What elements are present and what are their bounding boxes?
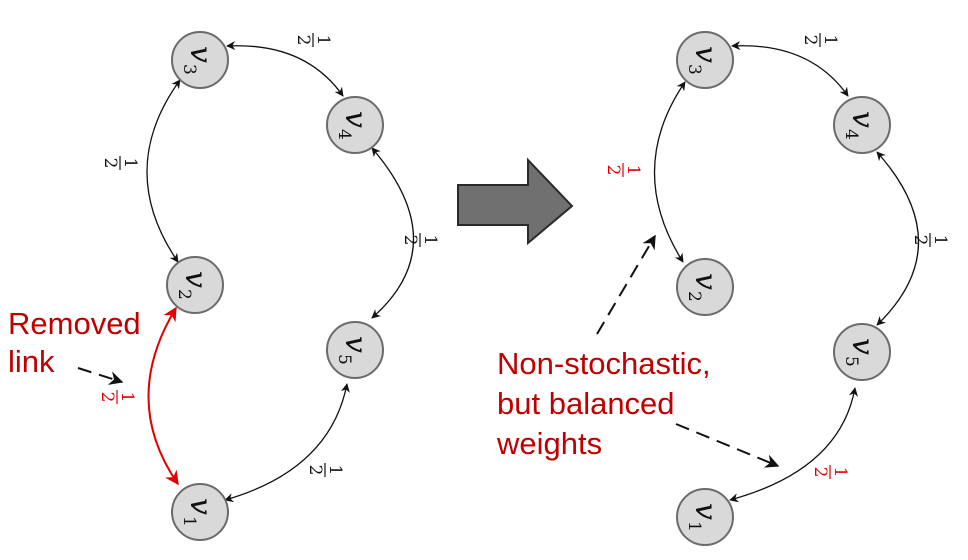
svg-text:1: 1: [120, 158, 140, 169]
right-weight-v3-v4: 1 2: [800, 33, 840, 47]
removed-link-label-line1: Removed: [8, 306, 141, 341]
removed-link-label-line2: link: [8, 344, 55, 379]
svg-text:v: v: [338, 111, 373, 128]
transform-arrow: [457, 157, 574, 246]
right-graph: v 3 v 4 v 2 v 5: [496, 31, 950, 546]
left-edge-v5-v1: [224, 383, 350, 503]
right-node-v4: v 4: [833, 96, 891, 154]
svg-text:2: 2: [810, 467, 830, 478]
svg-text:v: v: [183, 46, 218, 63]
svg-text:v: v: [183, 498, 218, 515]
right-weight-v4-v5: 1 2: [910, 233, 950, 247]
svg-text:2: 2: [400, 235, 420, 246]
svg-text:1: 1: [930, 235, 950, 246]
svg-text:2: 2: [174, 289, 194, 300]
svg-text:2: 2: [100, 158, 120, 169]
svg-text:v: v: [688, 273, 723, 290]
svg-text:2: 2: [305, 465, 325, 476]
left-edge-v4-v5: [371, 147, 414, 319]
svg-text:v: v: [688, 46, 723, 63]
nonstochastic-pointer-down: [675, 423, 780, 468]
left-weight-v3-v4: 1 2: [293, 33, 333, 47]
right-node-v2: v 2: [676, 258, 734, 316]
right-node-v5: v 5: [833, 323, 891, 381]
left-edge-v3-v4: [226, 41, 344, 97]
svg-text:v: v: [688, 503, 723, 520]
svg-text:1: 1: [830, 467, 850, 478]
left-weight-v2-v1-removed: 1 2: [97, 390, 137, 404]
svg-text:1: 1: [117, 392, 137, 403]
left-weight-v5-v1: 1 2: [305, 463, 345, 477]
svg-text:2: 2: [293, 35, 313, 46]
svg-text:3: 3: [179, 64, 199, 75]
right-edge-v3-v2: [653, 81, 686, 263]
left-weight-v4-v5: 1 2: [400, 233, 440, 247]
svg-text:2: 2: [910, 235, 930, 246]
svg-text:2: 2: [684, 291, 704, 302]
svg-text:v: v: [338, 336, 373, 353]
svg-text:5: 5: [334, 354, 354, 365]
right-edge-v5-v1: [729, 387, 858, 503]
svg-text:2: 2: [603, 165, 623, 176]
left-node-v5: v 5: [326, 321, 384, 379]
left-edge-v2-v1-removed: [147, 306, 179, 486]
svg-text:v: v: [845, 111, 880, 128]
right-edge-v4-v5: [876, 151, 919, 326]
right-edge-v3-v4: [731, 41, 849, 97]
svg-text:2: 2: [97, 392, 117, 403]
svg-text:4: 4: [841, 129, 861, 140]
left-graph: v 3 v 4 v 2 v 5: [8, 31, 440, 541]
right-weight-v3-v2: 1 2: [603, 163, 643, 177]
removed-link-pointer: [77, 367, 124, 385]
left-edge-v3-v2: [146, 79, 181, 263]
svg-text:1: 1: [420, 235, 440, 246]
nonstochastic-pointer-up: [596, 234, 656, 335]
left-weight-v3-v2: 1 2: [100, 156, 140, 170]
svg-text:1: 1: [820, 35, 840, 46]
right-node-v3: v 3: [676, 31, 734, 89]
svg-text:3: 3: [684, 64, 704, 75]
svg-text:v: v: [845, 338, 880, 355]
svg-text:1: 1: [325, 465, 345, 476]
right-weight-v5-v1: 1 2: [810, 465, 850, 479]
nonstochastic-label-line2: but balanced: [497, 386, 675, 421]
svg-text:v: v: [178, 271, 213, 288]
left-node-v1: v 1: [171, 483, 229, 541]
left-node-v4: v 4: [326, 96, 384, 154]
svg-text:1: 1: [313, 35, 333, 46]
left-node-v3: v 3: [171, 31, 229, 89]
nonstochastic-label-line3: weights: [496, 426, 602, 461]
svg-text:5: 5: [841, 356, 861, 367]
nonstochastic-label-line1: Non-stochastic,: [497, 346, 711, 381]
svg-text:1: 1: [179, 516, 199, 527]
svg-text:4: 4: [334, 129, 354, 140]
left-node-v2: v 2: [166, 256, 224, 314]
right-node-v1: v 1: [676, 488, 734, 546]
svg-text:1: 1: [684, 521, 704, 532]
svg-text:2: 2: [800, 35, 820, 46]
svg-text:1: 1: [623, 165, 643, 176]
